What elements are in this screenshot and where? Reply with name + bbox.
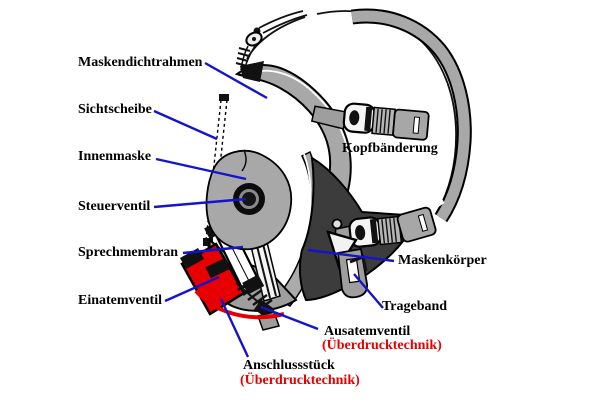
ratchet-lines: [381, 217, 398, 244]
red-part-cap: [180, 248, 204, 269]
maskendichtrahmen-pointer: [204, 61, 268, 100]
label-sprechmembran: Sprechmembran: [78, 245, 179, 260]
rolled-edge-highlight: [303, 153, 312, 233]
label-trageband: Trageband: [382, 299, 448, 314]
anschlussstueck-pointer: [219, 298, 250, 358]
label-ausatemventil-note: (Überdrucktechnik): [322, 338, 442, 353]
seal-frame-top-cap: [240, 61, 264, 82]
ratchet-lines: [375, 108, 391, 134]
label-ausatemventil: Ausatemventil: [324, 324, 411, 339]
label-einatemventil: Einatemventil: [78, 293, 162, 308]
sichtscheibe-pointer: [153, 109, 218, 141]
inner-mask-notch: [241, 149, 247, 172]
trageband-pointer: [353, 273, 384, 309]
label-innenmaske: Innenmaske: [78, 149, 152, 164]
label-steuerventil: Steuerventil: [78, 199, 151, 214]
inner-mask: [205, 149, 293, 251]
label-maskendichtrahmen: Maskendichtrahmen: [78, 55, 203, 70]
clamp-bar: [205, 257, 231, 279]
sprechmembran-pointer: [182, 245, 244, 255]
diaphragm-bolt-bottom: [242, 274, 265, 295]
head-harness-band: [350, 8, 472, 223]
label-maskenkoerper: Maskenkörper: [398, 253, 487, 268]
upper-buckle-assembly: [310, 102, 430, 141]
pointer-lines: [153, 61, 395, 358]
hose-red-line: [194, 289, 285, 320]
seal-frame-highlight: [242, 69, 349, 153]
band-gap: [428, 77, 448, 100]
ausatemventil-pointer: [260, 305, 319, 331]
steuerventil-pointer: [153, 197, 247, 209]
label-anschlussstueck: Anschlussstück: [243, 358, 335, 373]
front-buckle-assembly: [235, 10, 308, 72]
label-sichtscheibe: Sichtscheibe: [78, 102, 152, 117]
einatemventil-pointer: [164, 275, 220, 303]
ratchet-strip: [235, 47, 251, 67]
label-kopfbaenderung: Kopfbänderung: [342, 141, 438, 156]
innenmaske-pointer: [155, 157, 247, 181]
label-anschlussstueck-note: (Überdrucktechnik): [240, 373, 360, 388]
mask-seal-frame: [234, 61, 352, 214]
maskenkoerper-pointer: [307, 248, 395, 263]
